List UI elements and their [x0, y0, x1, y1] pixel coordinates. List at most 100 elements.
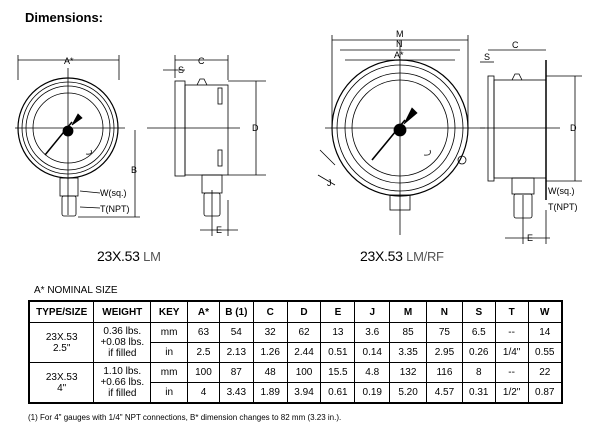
column-header: M	[389, 300, 427, 323]
label-d: D	[252, 123, 259, 133]
table-cell: --	[494, 322, 529, 343]
column-header: E	[320, 300, 356, 323]
table-cell: mm	[150, 322, 189, 343]
weight-line: +0.66 lbs.	[100, 377, 145, 388]
table-cell: 0.61	[320, 382, 356, 404]
column-header: D	[286, 300, 322, 323]
table-cell: 3.94	[286, 382, 322, 404]
table-cell: 4.57	[426, 382, 463, 404]
table-cell: 48	[252, 362, 288, 383]
label-e: E	[216, 225, 222, 235]
table-cell: 54	[218, 322, 254, 343]
table-cell: 100	[187, 362, 220, 383]
table-cell: 0.87	[527, 382, 563, 404]
label-c: C	[198, 56, 205, 66]
table-cell: 15.5	[320, 362, 356, 383]
weight-cell: 0.36 lbs.+0.08 lbs.if filled	[93, 322, 152, 363]
label-t: T(NPT)	[100, 204, 130, 214]
label-j: J	[327, 178, 332, 188]
label-s: S	[178, 65, 184, 75]
column-header: WEIGHT	[93, 300, 152, 323]
dimension-drawings: A* B W(sq.) T(NPT) C S D E M N A* J W(sq…	[15, 29, 582, 244]
weight-line: 1.10 lbs.	[103, 366, 142, 377]
table-cell: 75	[426, 322, 463, 343]
weight-line: if filled	[108, 348, 137, 359]
table-cell: 0.51	[320, 342, 356, 363]
column-header: W	[527, 300, 563, 323]
table-cell: 0.31	[461, 382, 496, 404]
label-a-large: A*	[394, 50, 404, 60]
column-header: N	[426, 300, 463, 323]
table-cell: 0.14	[354, 342, 391, 363]
table-cell: 2.44	[286, 342, 322, 363]
table-cell: 6.5	[461, 322, 496, 343]
column-header: TYPE/SIZE	[28, 300, 95, 323]
column-header: J	[354, 300, 391, 323]
column-header: A*	[187, 300, 220, 323]
table-cell: 63	[187, 322, 220, 343]
table-cell: 4	[187, 382, 220, 404]
table-cell: in	[150, 342, 189, 363]
label-b: B	[131, 165, 137, 175]
type: 23X.53	[45, 331, 78, 343]
weight-cell: 1.10 lbs.+0.66 lbs.if filled	[93, 362, 152, 404]
label-a: A*	[64, 56, 74, 66]
table-cell: 132	[389, 362, 427, 383]
model-label-lm: 23X.53 LM	[97, 248, 161, 264]
table-cell: 1.26	[252, 342, 288, 363]
label-s-large: S	[484, 52, 490, 62]
table-cell: 2.95	[426, 342, 463, 363]
model-label-lm-rf: 23X.53 LM/RF	[360, 248, 444, 264]
table-cell: 5.20	[389, 382, 427, 404]
table-cell: 3.35	[389, 342, 427, 363]
front-view-small-gauge	[15, 55, 140, 218]
column-header: T	[494, 300, 529, 323]
column-header: B (1)	[218, 300, 254, 323]
table-cell: 62	[286, 322, 322, 343]
table-cell: 87	[218, 362, 254, 383]
section-title: Dimensions:	[25, 10, 104, 25]
footnote: (1) For 4" gauges with 1/4" NPT connecti…	[28, 413, 342, 422]
table-cell: 0.26	[461, 342, 496, 363]
table-caption: A* NOMINAL SIZE	[34, 285, 118, 296]
size: 2.5"	[52, 342, 71, 354]
table-cell: 13	[320, 322, 356, 343]
label-n: N	[396, 39, 403, 49]
table-cell: 3.6	[354, 322, 391, 343]
size: 4"	[57, 382, 67, 394]
label-d-large: D	[570, 123, 577, 133]
table-cell: 0.19	[354, 382, 391, 404]
label-m: M	[396, 29, 404, 39]
table-cell: 0.55	[527, 342, 563, 363]
table-cell: 14	[527, 322, 563, 343]
type: 23X.53	[45, 371, 78, 383]
front-view-large-gauge	[317, 35, 485, 235]
table-cell: 2.5	[187, 342, 220, 363]
column-header: KEY	[150, 300, 189, 323]
table-cell: 4.8	[354, 362, 391, 383]
column-header: C	[252, 300, 288, 323]
weight-line: 0.36 lbs.	[103, 326, 142, 337]
label-c-large: C	[512, 40, 519, 50]
table-cell: 1/2"	[494, 382, 529, 404]
weight-line: if filled	[108, 388, 137, 399]
weight-line: +0.08 lbs.	[100, 337, 145, 348]
column-header: S	[461, 300, 496, 323]
side-view-large-gauge	[480, 49, 582, 244]
table-cell: 116	[426, 362, 463, 383]
table-cell: 22	[527, 362, 563, 383]
table-cell: 32	[252, 322, 288, 343]
label-t-large: T(NPT)	[548, 202, 578, 212]
side-view-small-gauge	[147, 55, 266, 236]
label-w-large: W(sq.)	[548, 186, 575, 196]
table-cell: 1.89	[252, 382, 288, 404]
table-cell: 8	[461, 362, 496, 383]
